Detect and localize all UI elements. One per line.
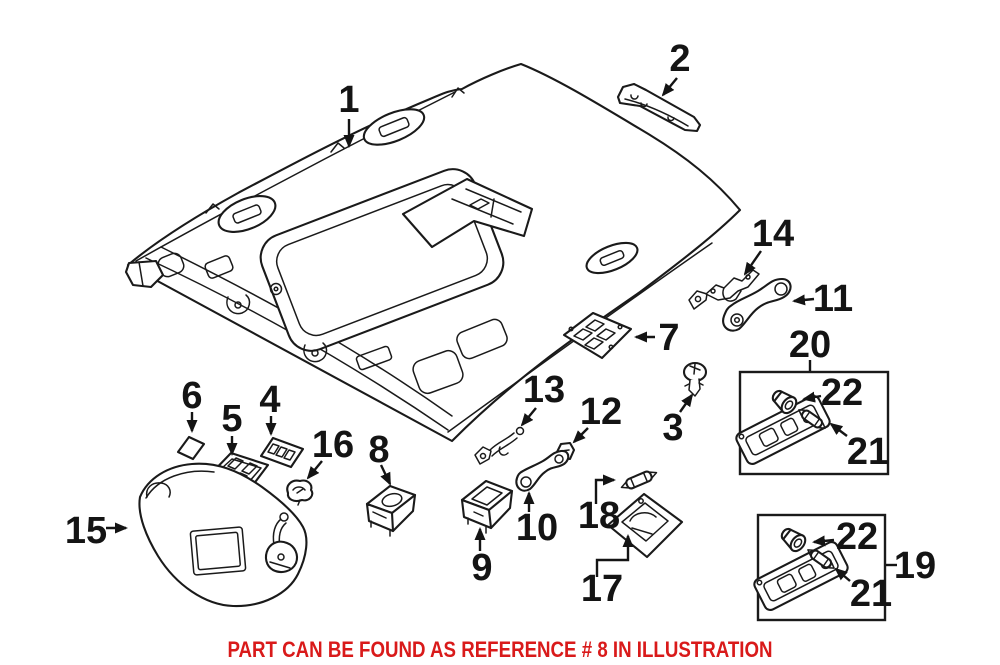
panel-7-illustration: [562, 311, 633, 360]
callout-18: 18: [578, 495, 620, 537]
lamp-assembly-box-20: [735, 370, 890, 476]
callout-22-upper: 22: [821, 372, 863, 414]
leader-3: [679, 393, 694, 413]
leader-13: [520, 407, 537, 427]
console-cutout: [401, 177, 534, 249]
reference-box-20: [738, 370, 890, 476]
grab-handle-10-illustration: [515, 449, 570, 492]
switch-9-illustration: [460, 479, 514, 534]
lens-4-illustration: [259, 436, 305, 469]
leader-22-upper: [802, 391, 822, 403]
trim-strip-illustration: [616, 82, 702, 133]
bulb-socket-22-upper: [771, 389, 798, 415]
leader-2: [661, 77, 678, 97]
leader-22-lower: [812, 535, 835, 547]
callout-2: 2: [669, 38, 690, 80]
callout-5: 5: [221, 398, 242, 440]
front-lamp-recess-2: [217, 195, 277, 233]
callout-leaders: [106, 77, 897, 582]
callout-16: 16: [312, 424, 354, 466]
callout-labels: 1 2 14 11 7 3 13 12 10 9 8 16 6 5 4 15 1…: [65, 38, 936, 615]
sun-visor-illustration: [138, 462, 308, 608]
callout-11: 11: [813, 278, 853, 320]
bulb-socket-22-lower: [780, 527, 807, 553]
rear-lamp-recess: [585, 241, 639, 275]
leader-21-lower: [834, 567, 851, 582]
callout-22-lower: 22: [836, 516, 878, 558]
leader-16: [306, 460, 323, 480]
callout-12: 12: [580, 391, 622, 433]
lamp-assembly-box-19: [753, 513, 887, 622]
festoon-bulb-21-lower: [807, 549, 835, 569]
clip-16-illustration: [286, 479, 314, 506]
callout-21-upper: 21: [847, 431, 889, 473]
callout-4: 4: [259, 379, 280, 421]
bracket-14-illustration: [688, 269, 760, 310]
leader-11: [792, 294, 815, 306]
festoon-bulb-21-upper: [798, 409, 826, 429]
bracket-13-illustration: [474, 426, 525, 465]
clip-3-illustration: [682, 361, 708, 397]
callout-13: 13: [523, 369, 565, 411]
grab-handle-11-illustration: [722, 277, 792, 332]
front-lamp-recess: [362, 108, 426, 146]
headliner-illustration: [124, 62, 742, 443]
bulb-18-illustration: [620, 470, 658, 490]
cover-6-illustration: [176, 435, 206, 461]
leader-18: [594, 474, 616, 504]
callout-20: 20: [789, 324, 831, 366]
callout-15: 15: [65, 510, 107, 552]
callout-8: 8: [368, 429, 389, 471]
callout-19: 19: [894, 545, 936, 587]
leader-17: [595, 534, 634, 577]
callout-7: 7: [658, 317, 679, 359]
reference-box-19: [756, 513, 887, 622]
callout-1: 1: [338, 79, 359, 121]
callout-17: 17: [581, 568, 623, 610]
callout-14: 14: [752, 213, 794, 255]
leader-8: [379, 464, 392, 486]
callout-21-lower: 21: [850, 573, 892, 615]
switch-8-illustration: [365, 484, 417, 537]
leader-14: [743, 250, 762, 276]
leader-21-upper: [829, 422, 848, 437]
leader-12: [572, 427, 589, 444]
callout-6: 6: [181, 375, 202, 417]
callout-10: 10: [516, 507, 558, 549]
callout-3: 3: [662, 407, 683, 449]
callout-9: 9: [471, 547, 492, 589]
reference-caption: PART CAN BE FOUND AS REFERENCE # 8 IN IL…: [227, 637, 773, 662]
lamp-housing-17-illustration: [606, 492, 684, 559]
